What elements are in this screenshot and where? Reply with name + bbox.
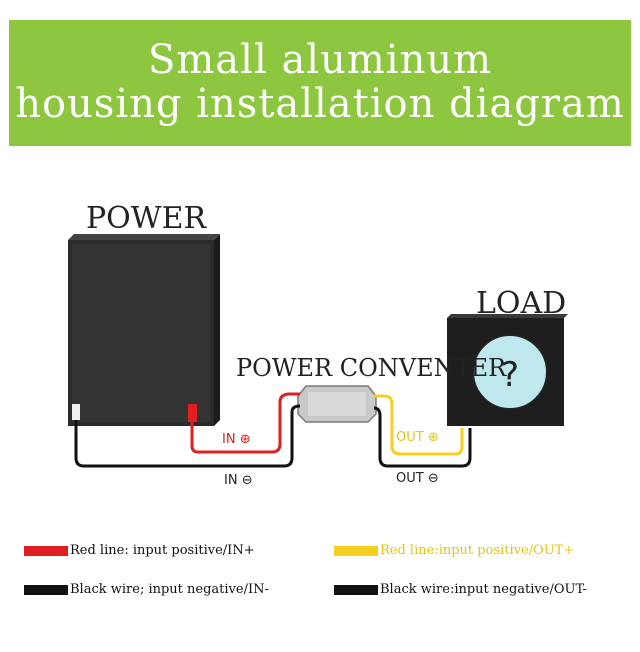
in-plus-label: IN ⊕ (222, 432, 251, 447)
black-swatch-output (334, 584, 378, 595)
power-label: POWER (86, 201, 208, 236)
title-line-2: housing installation diagram (15, 81, 625, 127)
negative-terminal (72, 404, 80, 420)
legend-yellow-line: Red line:input positive/OUT+ (334, 543, 574, 558)
red-swatch (24, 545, 68, 556)
yellow-output-wire (374, 394, 464, 456)
legend-yellow-text: Red line:input positive/OUT+ (380, 543, 575, 558)
in-minus-label: IN ⊖ (224, 473, 253, 488)
legend-black-input: Black wire; input negative/IN- (24, 582, 269, 597)
black-swatch-input (24, 584, 68, 595)
legend-red-text: Red line: input positive/IN+ (70, 543, 255, 558)
power-converter (297, 385, 377, 423)
title-line-1: Small aluminum (147, 37, 493, 83)
legend-black-output-text: Black wire:input negative/OUT- (380, 582, 587, 597)
title-banner: Small aluminum housing installation diag… (9, 20, 631, 146)
unknown-load-symbol: ? (501, 355, 519, 395)
yellow-swatch (334, 545, 378, 556)
load-screen (472, 334, 548, 410)
legend-black-input-text: Black wire; input negative/IN- (70, 582, 269, 597)
legend-red-line: Red line: input positive/IN+ (24, 543, 255, 558)
legend-black-output: Black wire:input negative/OUT- (334, 582, 587, 597)
out-minus-label: OUT ⊖ (396, 471, 439, 486)
black-input-wire (74, 404, 301, 468)
load-device: ? (447, 314, 568, 426)
converter-label: POWER CONVENTER (236, 354, 507, 382)
out-plus-label: OUT ⊕ (396, 430, 439, 445)
positive-terminal (188, 404, 197, 422)
power-battery (68, 234, 220, 426)
black-output-wire (373, 406, 472, 468)
red-input-wire (190, 392, 300, 454)
